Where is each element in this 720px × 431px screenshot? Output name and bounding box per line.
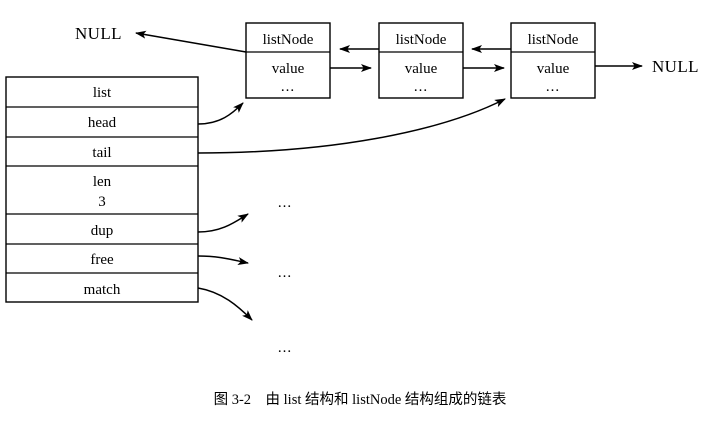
list-row-value-len: 3 bbox=[98, 194, 106, 210]
list-row-label-dup: dup bbox=[91, 223, 114, 239]
list-row-label-list: list bbox=[93, 85, 112, 101]
list-row-label-free: free bbox=[90, 252, 114, 268]
list-node-2-value: value bbox=[405, 61, 438, 77]
list-node-2-outline bbox=[378, 22, 464, 99]
arrow-tail-to-node3 bbox=[197, 98, 506, 154]
list-node-3-more: ... bbox=[546, 79, 560, 95]
arrow-dup-to-callback bbox=[197, 213, 249, 233]
list-node-1-title: listNode bbox=[263, 32, 314, 48]
list-node-3: listNode value ... bbox=[510, 22, 596, 99]
arrow-node1-prev-null bbox=[135, 30, 247, 53]
left-null-label: NULL bbox=[75, 24, 122, 43]
list-row-label-tail: tail bbox=[92, 145, 111, 161]
list-row-label-len: len bbox=[93, 174, 112, 190]
list-node-1-value: value bbox=[272, 61, 305, 77]
callback-ellipsis-3: ... bbox=[278, 340, 292, 356]
list-struct-outline bbox=[5, 76, 199, 303]
list-node-3-value: value bbox=[537, 61, 570, 77]
list-node-2: listNode value ... bbox=[378, 22, 464, 99]
list-row-label-match: match bbox=[84, 282, 121, 298]
list-node-1: listNode value ... bbox=[245, 22, 331, 99]
list-node-1-more: ... bbox=[281, 79, 295, 95]
list-node-2-more: ... bbox=[414, 79, 428, 95]
list-node-3-title: listNode bbox=[528, 32, 579, 48]
callback-ellipsis-1: ... bbox=[278, 195, 292, 211]
list-node-3-outline bbox=[510, 22, 596, 99]
arrow-match-to-callback bbox=[197, 287, 253, 321]
list-node-1-outline bbox=[245, 22, 331, 99]
right-null-label: NULL bbox=[652, 57, 699, 76]
list-node-2-title: listNode bbox=[396, 32, 447, 48]
arrow-head-to-node1 bbox=[197, 102, 244, 125]
list-row-label-head: head bbox=[88, 115, 117, 131]
arrow-free-to-callback bbox=[197, 255, 249, 265]
list-struct-table: list head tail len 3 dup free match bbox=[5, 76, 199, 303]
figure-caption: 图 3-2 由 list 结构和 listNode 结构组成的链表 bbox=[214, 391, 507, 408]
callback-ellipsis-2: ... bbox=[278, 265, 292, 281]
